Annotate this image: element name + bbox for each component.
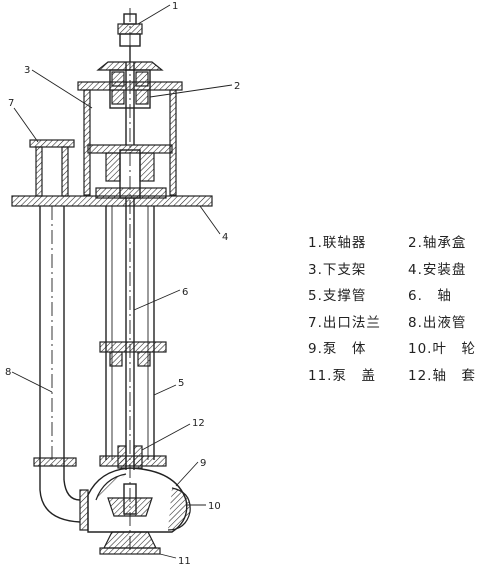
- legend-row: 11.泵 盖 12.轴 套: [308, 361, 483, 388]
- legend-item: 10.叶 轮: [408, 341, 476, 358]
- parts-legend: 1.联轴器 2.轴承盒 3.下支架 4.安装盘 5.支撑管 6. 轴 7.出口法…: [308, 228, 483, 387]
- legend-item: 9.泵 体: [308, 341, 367, 358]
- legend-row: 1.联轴器 2.轴承盒: [308, 228, 483, 255]
- callout-1: 1: [172, 1, 178, 12]
- legend-row: 7.出口法兰 8.出液管: [308, 308, 483, 335]
- legend-row: 9.泵 体 10.叶 轮: [308, 334, 483, 361]
- legend-item: 6. 轴: [408, 288, 452, 305]
- callout-4: 4: [222, 232, 228, 243]
- discharge-pipe: [33, 206, 89, 531]
- legend-item: 8.出液管: [408, 314, 467, 331]
- legend-item: 1.联轴器: [308, 235, 367, 252]
- outlet-flange: [29, 139, 75, 197]
- callout-7: 7: [8, 98, 14, 109]
- support-pipe: [99, 206, 167, 467]
- impeller: [107, 483, 153, 517]
- callout-11: 11: [178, 556, 191, 567]
- legend-item: 4.安装盘: [408, 261, 467, 278]
- legend-row: 3.下支架 4.安装盘: [308, 255, 483, 282]
- legend-item: 2.轴承盒: [408, 235, 467, 252]
- callout-9: 9: [200, 458, 206, 469]
- legend-item: 12.轴 套: [408, 367, 476, 384]
- legend-item: 5.支撑管: [308, 288, 367, 305]
- legend-item: 3.下支架: [308, 261, 367, 278]
- pump-body: [87, 467, 191, 533]
- callout-12: 12: [192, 418, 205, 429]
- callout-10: 10: [208, 501, 221, 512]
- leader-lines: [11, 4, 233, 559]
- shaft: [125, 8, 135, 550]
- legend-item: 7.出口法兰: [308, 314, 381, 331]
- callout-3: 3: [24, 65, 30, 76]
- callout-2: 2: [234, 81, 240, 92]
- legend-row: 5.支撑管 6. 轴: [308, 281, 483, 308]
- legend-item: 11.泵 盖: [308, 367, 376, 384]
- pump-cover: [99, 531, 161, 555]
- callout-6: 6: [182, 287, 188, 298]
- callout-5: 5: [178, 378, 184, 389]
- callout-8: 8: [5, 367, 11, 378]
